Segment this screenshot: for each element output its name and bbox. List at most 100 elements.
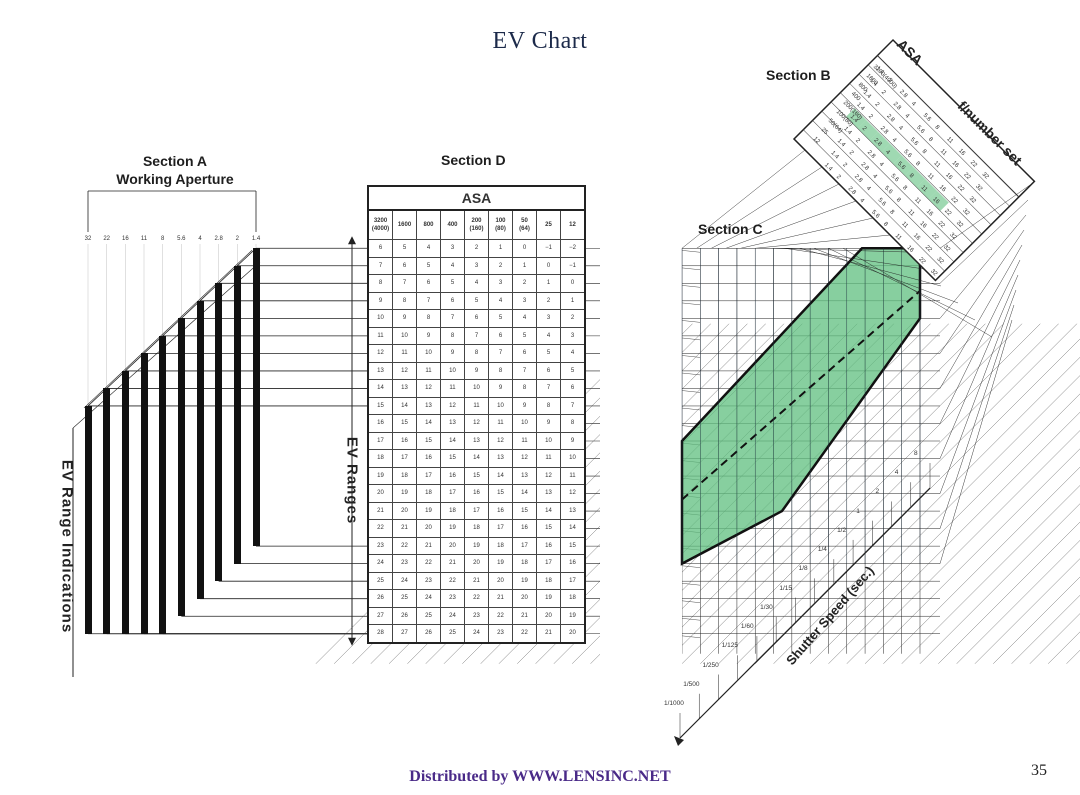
ev-cell: 8 bbox=[367, 274, 393, 293]
ev-cell: 22 bbox=[367, 519, 393, 538]
fnumber-value: 5.6 bbox=[896, 161, 907, 172]
ev-cell: 26 bbox=[392, 606, 417, 625]
fnumber-value: 5.6 bbox=[877, 197, 888, 208]
ev-range-indications-label: EV Range Indications bbox=[59, 447, 76, 647]
ev-cell: 10 bbox=[560, 449, 586, 468]
fnumber-value: 5.6 bbox=[909, 137, 920, 148]
fnumber-value: 22 bbox=[930, 232, 939, 241]
ev-cell: 4 bbox=[440, 256, 465, 275]
ev-cell: 14 bbox=[392, 396, 417, 415]
ev-cell: 27 bbox=[392, 624, 417, 643]
grid-diagonal bbox=[974, 558, 1080, 664]
ev-cell: 17 bbox=[536, 554, 561, 573]
fnumber-value: 4 bbox=[884, 149, 891, 156]
ev-cell: 17 bbox=[416, 466, 441, 485]
ev-cell: 14 bbox=[367, 379, 393, 398]
ev-cell: 3 bbox=[488, 274, 513, 293]
section-b-row-link bbox=[939, 244, 1023, 389]
ev-cell: 9 bbox=[464, 361, 489, 380]
fnumber-value: 8 bbox=[882, 221, 889, 228]
fnumber-value: 11 bbox=[913, 197, 922, 206]
aperture-label: 32 bbox=[84, 236, 92, 242]
grid-diagonal bbox=[1011, 595, 1080, 664]
ev-cell: 15 bbox=[512, 501, 537, 520]
ev-cell: 8 bbox=[560, 414, 586, 433]
ev-cell: 16 bbox=[367, 414, 393, 433]
grid-diagonal bbox=[663, 323, 1004, 664]
section-b-highlight-cell bbox=[893, 155, 914, 176]
ev-cell: 22 bbox=[464, 589, 489, 608]
ev-indications-diag bbox=[72, 261, 261, 429]
grid-diagonal bbox=[828, 411, 1080, 664]
fnumber-value: 5.6 bbox=[922, 113, 933, 124]
fnumber-value: 2.8 bbox=[866, 150, 877, 161]
fnumber-value: 2.8 bbox=[885, 113, 896, 124]
ev-cell: 22 bbox=[512, 624, 537, 643]
ev-cell: 22 bbox=[416, 554, 441, 573]
aperture-label: 16 bbox=[121, 236, 129, 242]
section-b-row-link bbox=[939, 304, 1015, 529]
asa-alt-value: (4000) bbox=[371, 226, 390, 232]
section-b-link bbox=[725, 200, 857, 249]
ev-cell: 7 bbox=[440, 309, 465, 328]
ev-cell: 12 bbox=[440, 396, 465, 415]
bar-top-diagonal-2 bbox=[83, 250, 253, 409]
ev-range-bar bbox=[233, 265, 241, 564]
ev-ranges-label: EV Ranges bbox=[344, 426, 361, 536]
ev-cell: 20 bbox=[464, 554, 489, 573]
section-b-row-link bbox=[939, 214, 1027, 319]
ev-cell: 23 bbox=[416, 571, 441, 590]
ev-cell: 16 bbox=[560, 554, 586, 573]
fnumber-value: 2.8 bbox=[853, 174, 864, 185]
ev-cell: 6 bbox=[416, 274, 441, 293]
aperture-label: 8 bbox=[160, 236, 165, 242]
grid-diagonal bbox=[681, 323, 1023, 664]
ev-cell: 5 bbox=[512, 326, 537, 345]
ev-range-bar bbox=[215, 283, 223, 582]
ev-cell: 19 bbox=[536, 589, 561, 608]
fnumber-value: 1.4 bbox=[842, 126, 853, 137]
section-b-row-link bbox=[939, 199, 1029, 284]
ev-cell: 14 bbox=[464, 449, 489, 468]
fnumber-value: 16 bbox=[925, 209, 934, 218]
fnumber-value: 22 bbox=[943, 208, 952, 217]
ev-cell: 24 bbox=[392, 571, 417, 590]
ev-cell: 11 bbox=[464, 396, 489, 415]
ev-cell: 6 bbox=[392, 256, 417, 275]
chart-title: EV Chart bbox=[492, 28, 588, 54]
section-b-row-link bbox=[939, 229, 1025, 354]
ev-cell: 18 bbox=[440, 501, 465, 520]
shutter-speed-value: 1/2 bbox=[837, 526, 847, 534]
ev-cell: 8 bbox=[536, 396, 561, 415]
working-aperture-title: Working Aperture bbox=[116, 171, 234, 187]
section-c-label: Section C bbox=[698, 221, 763, 237]
fnumber-value: 8 bbox=[908, 173, 915, 180]
ev-cell: 9 bbox=[560, 431, 586, 450]
ev-cell: 24 bbox=[464, 624, 489, 643]
fnumber-value: 16 bbox=[938, 184, 947, 193]
exposure-center-line bbox=[681, 290, 921, 501]
footer-link[interactable]: Distributed by WWW.LENSINC.NET bbox=[409, 768, 671, 785]
shutter-speed-value: 1/8 bbox=[798, 565, 808, 573]
ev-cell: 20 bbox=[416, 519, 441, 538]
grid-diagonal bbox=[883, 466, 1080, 664]
ev-cell: 8 bbox=[416, 309, 441, 328]
ev-cell: 17 bbox=[440, 484, 465, 503]
ev-cell: 4 bbox=[536, 326, 561, 345]
ev-cell: 7 bbox=[464, 326, 489, 345]
fnumber-value: 11 bbox=[926, 173, 935, 182]
section-b-link bbox=[696, 166, 823, 249]
fnumber-value: 2 bbox=[861, 126, 868, 133]
grid-diagonal bbox=[700, 323, 1041, 664]
fnumber-value: 1.4 bbox=[849, 114, 860, 125]
ev-cell: 10 bbox=[536, 431, 561, 450]
ev-cell: 15 bbox=[392, 414, 417, 433]
aperture-label: 4 bbox=[198, 236, 202, 242]
ev-cell: 21 bbox=[488, 589, 513, 608]
fnumber-value: 32 bbox=[961, 208, 970, 217]
